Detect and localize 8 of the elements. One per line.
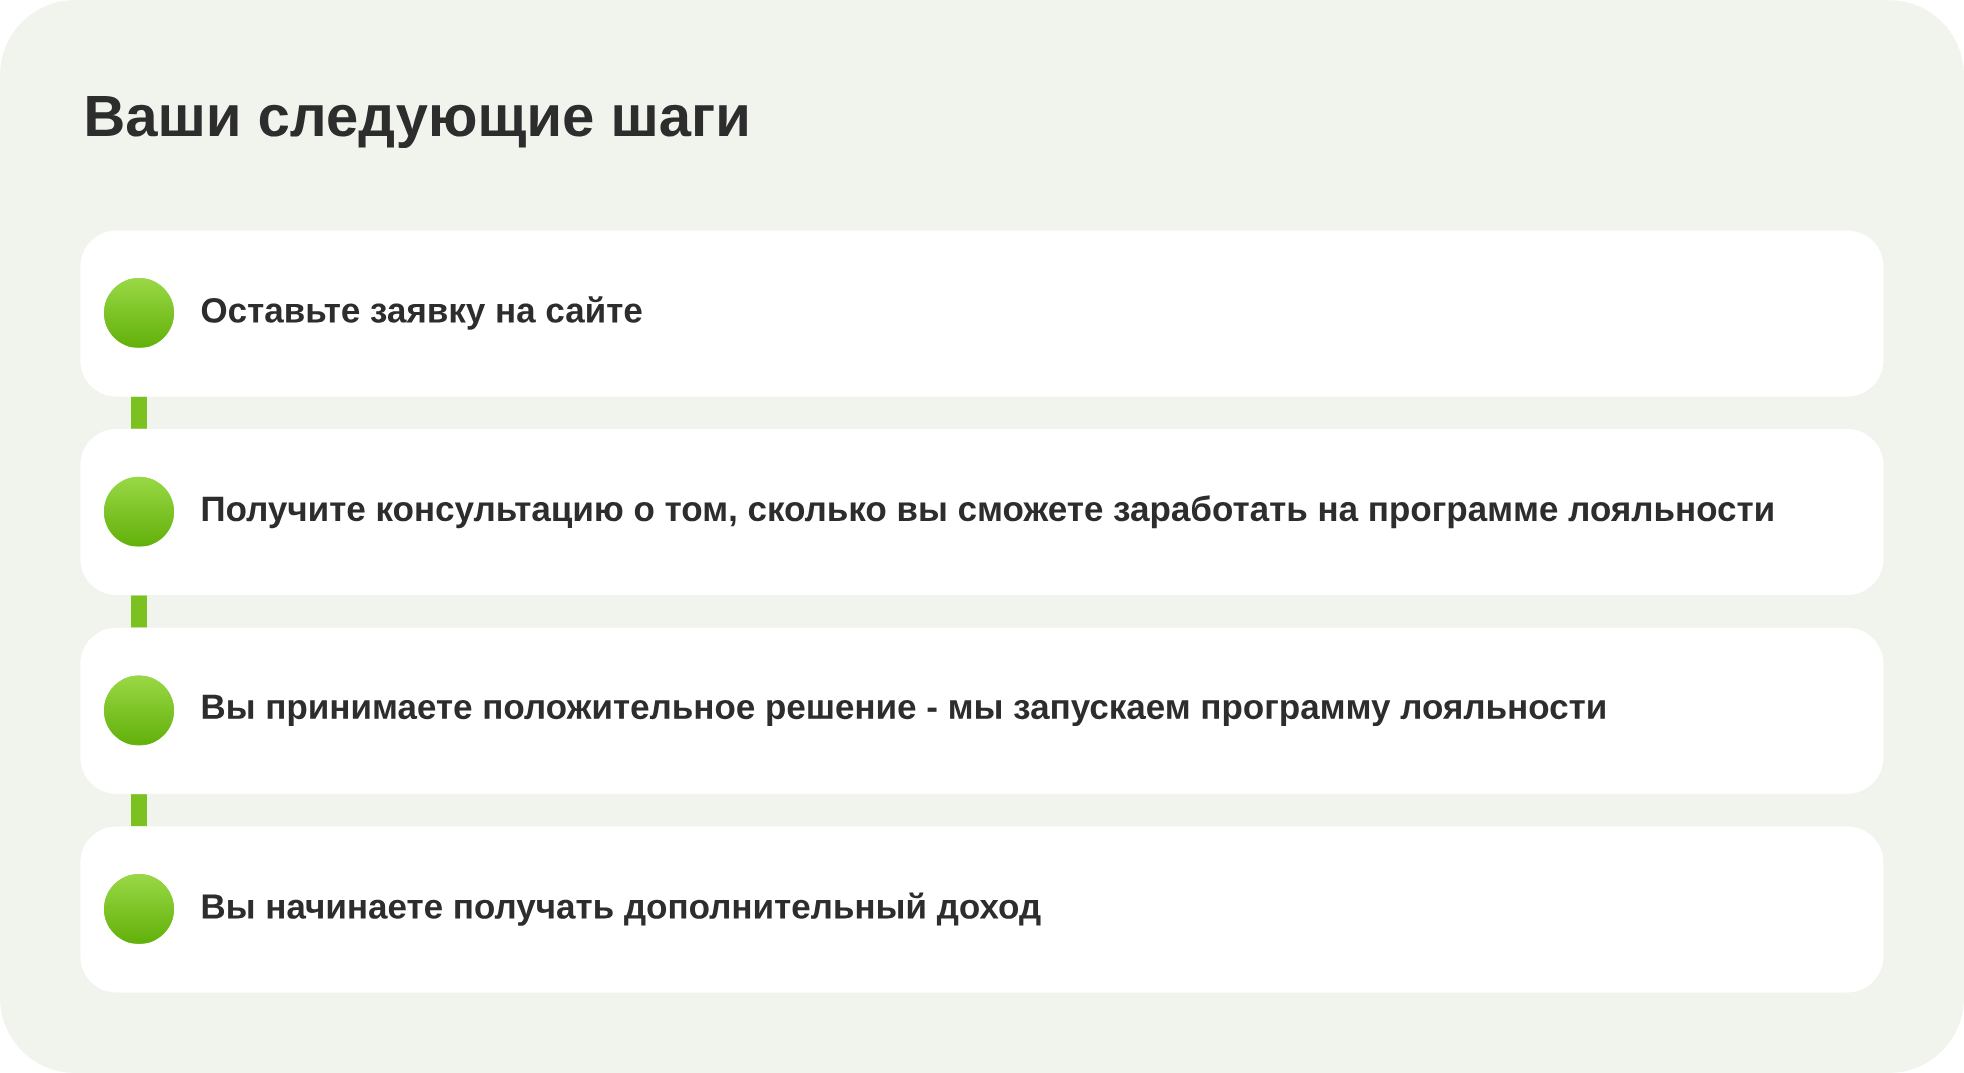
step-card: Оставьте заявку на сайте [80, 230, 1884, 397]
connector-line [131, 794, 147, 827]
step-card: Вы начинаете получать дополнительный доход [80, 826, 1884, 993]
step-card: Вы принимаете положительное решение - мы запускаем программу лояльности [80, 627, 1884, 794]
connector-line [131, 396, 147, 429]
step-card: Получите консультацию о том, сколько вы сможете заработать на программе лояльности [80, 429, 1884, 596]
title: Ваши следующие шаги [87, 96, 747, 149]
connector-line [131, 595, 147, 628]
